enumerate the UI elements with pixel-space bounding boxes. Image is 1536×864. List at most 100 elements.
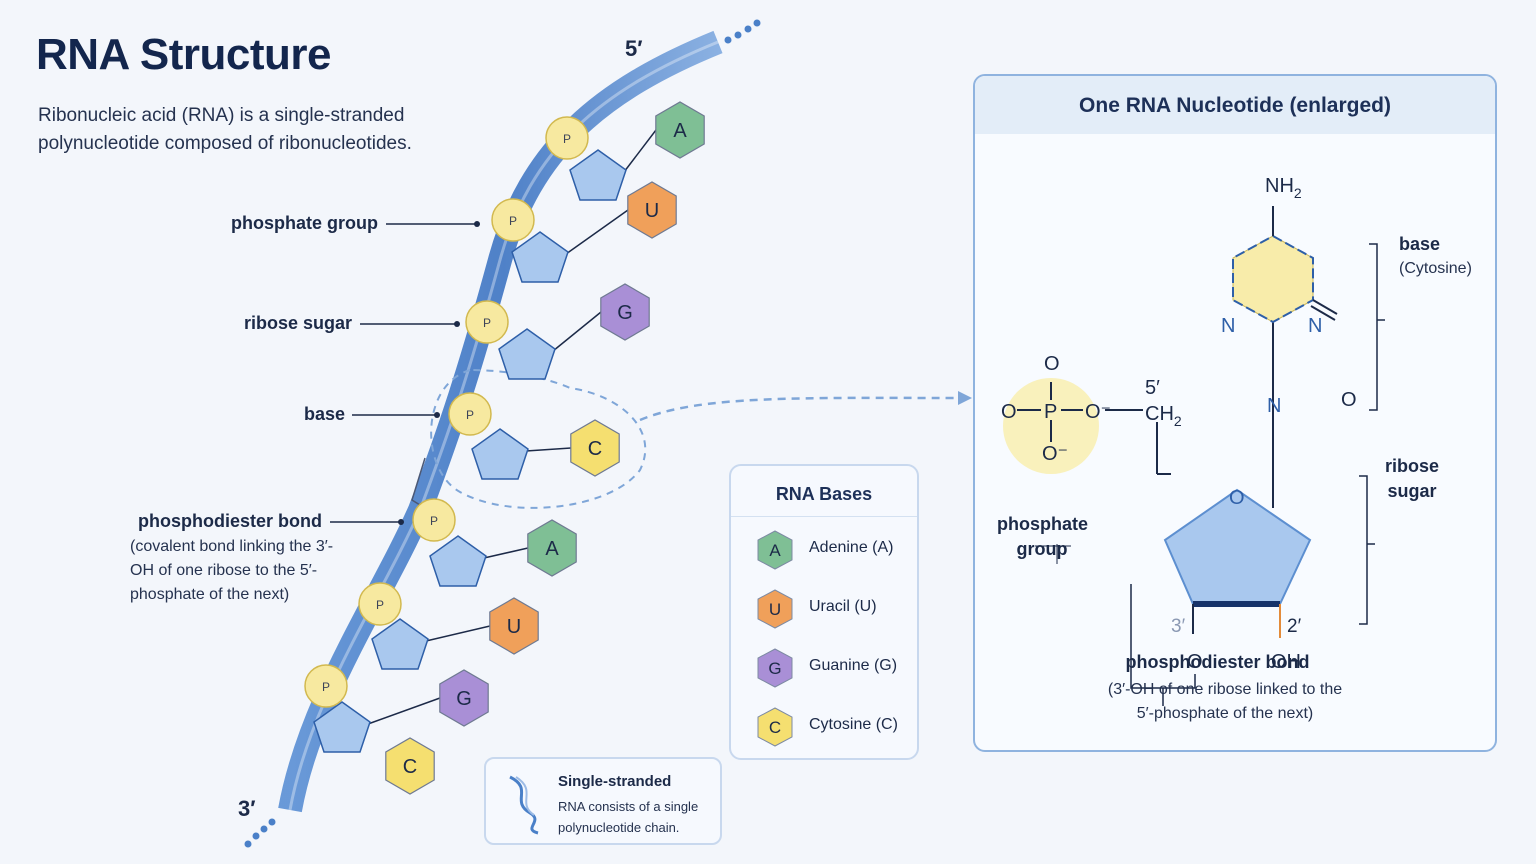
zoom-arrow-head xyxy=(958,391,972,405)
panel-bond-desc: (3′-OH of one ribose linked to the 5′-ph… xyxy=(1107,681,1343,722)
glycosidic-bond xyxy=(552,311,602,352)
strand-5-prime-label: 5′ xyxy=(625,36,643,61)
phosphate-symbol: P xyxy=(430,514,438,528)
phosphate-group xyxy=(412,498,456,542)
phosphate-symbol: P xyxy=(466,408,474,422)
ring-carbonyl-o: O xyxy=(1341,389,1357,411)
glycosidic-bond xyxy=(367,697,441,725)
ribose-sugar xyxy=(313,701,371,753)
pos-2-label: 2′ xyxy=(1287,616,1302,637)
sugar-phosphate-backbone xyxy=(278,30,723,813)
panel-base-label: base xyxy=(1399,234,1441,254)
phosphate-o-left: O xyxy=(1001,401,1017,423)
glycosidic-bond xyxy=(483,547,529,559)
base-hexagon xyxy=(527,519,577,577)
glycosidic-bond xyxy=(623,129,657,173)
nucleotide-structure: NH2 N N N O O O P O⁻ O⁻ 5′ CH2 O 3′ 2′ O… xyxy=(1001,175,1385,706)
phosphate-o-bottom: O⁻ xyxy=(1042,443,1068,465)
phosphate-symbol: P xyxy=(483,316,491,330)
pos-3-label: 3′ xyxy=(1171,616,1186,637)
nucleotide-panel: One RNA Nucleotide (enlarged) xyxy=(973,74,1497,752)
legend-item-name: Adenine (A) xyxy=(809,539,894,556)
nh2-label: NH2 xyxy=(1265,175,1302,201)
strand-dotted-end-3 xyxy=(244,818,276,848)
glycosidic-bond xyxy=(525,447,572,452)
base-letter: A xyxy=(673,120,687,142)
panel-ribose-label: ribose sugar xyxy=(1384,456,1440,501)
page-title: RNA Structure xyxy=(36,30,332,79)
base-hexagon xyxy=(385,737,435,795)
base-letter: C xyxy=(588,438,602,460)
base-hexagon xyxy=(570,419,620,477)
label-phosphodiester-bond: phosphodiester bond xyxy=(138,511,322,531)
label-phosphate-group: phosphate group xyxy=(231,213,378,233)
ribose-3-o: O xyxy=(1187,651,1203,673)
base-hexagon xyxy=(600,283,650,341)
base-letter: C xyxy=(403,756,417,778)
ch2-label: CH2 xyxy=(1145,403,1182,429)
base-hex-icon: U xyxy=(757,589,793,629)
pos-5-label: 5′ xyxy=(1145,377,1160,399)
legend-item-name: Guanine (G) xyxy=(809,657,898,674)
phosphate-symbol: P xyxy=(322,680,330,694)
panel-phosphate-label: phosphate group xyxy=(997,514,1089,559)
zoom-arrow-line xyxy=(639,396,961,422)
label-leaders xyxy=(330,223,476,523)
ring-n-bottom: N xyxy=(1267,395,1281,417)
note-title: Single-stranded xyxy=(558,773,672,790)
page-subtitle: Ribonucleic acid (RNA) is a single-stran… xyxy=(38,105,412,154)
phosphate-o-top: O xyxy=(1044,353,1060,375)
glycosidic-bond xyxy=(425,625,491,642)
base-hex-icon: C xyxy=(757,707,793,747)
phosphate-group xyxy=(304,664,348,708)
base-hexagon xyxy=(627,181,677,239)
base-hexagon xyxy=(655,101,705,159)
base-hexagon xyxy=(439,669,489,727)
legend-item: G Guanine (G) xyxy=(755,646,915,690)
phosphate-symbol: P xyxy=(509,214,517,228)
phosphate-group xyxy=(358,582,402,626)
label-base: base xyxy=(303,404,345,424)
legend-item: A Adenine (A) xyxy=(755,528,915,572)
base-hexagon xyxy=(489,597,539,655)
cytosine-ring xyxy=(1232,235,1314,323)
note-text: RNA consists of a single polynucleotide … xyxy=(558,799,699,835)
panel-base-sub: (Cytosine) xyxy=(1399,260,1472,277)
label-phosphodiester-desc: (covalent bond linking the 3′-OH of one … xyxy=(130,538,334,603)
single-stranded-note: Single-stranded RNA consists of a single… xyxy=(484,757,722,845)
phosphate-group xyxy=(491,198,535,242)
bases-legend: RNA Bases A Adenine (A) U Uracil (U) G Guanin… xyxy=(729,464,919,760)
glycosidic-bond xyxy=(565,209,629,255)
svg-text:G: G xyxy=(768,659,781,678)
phosphate-symbol: P xyxy=(376,598,384,612)
base-hex-icon: A xyxy=(757,530,793,570)
legend-item-name: Uracil (U) xyxy=(809,598,877,615)
ribose-sugar xyxy=(569,149,627,201)
ribose-sugar xyxy=(471,428,529,480)
ribose-oh: OH xyxy=(1271,651,1301,673)
svg-text:A: A xyxy=(769,541,781,560)
phosphate-group xyxy=(545,116,589,160)
ring-n3: N xyxy=(1308,315,1322,337)
legend-title: RNA Bases xyxy=(731,466,917,517)
base-letter: U xyxy=(507,616,521,638)
strand-dotted-end-5 xyxy=(724,19,761,44)
svg-text:U: U xyxy=(769,600,781,619)
ribose-sugar xyxy=(511,231,569,283)
phosphate-o-right: O⁻ xyxy=(1085,401,1111,423)
strand-3-prime-label: 3′ xyxy=(238,796,256,821)
phosphate-group xyxy=(465,300,509,344)
base-letter: G xyxy=(456,688,472,710)
svg-text:C: C xyxy=(769,718,781,737)
base-letter: G xyxy=(617,302,633,324)
ribose-sugar xyxy=(498,328,556,380)
phosphate-p: P xyxy=(1044,401,1057,423)
base-hex-icon: G xyxy=(757,648,793,688)
ribose-ring-o: O xyxy=(1229,487,1245,509)
label-ribose-sugar: ribose sugar xyxy=(243,313,352,333)
base-letter: U xyxy=(645,200,659,222)
phosphate-group xyxy=(448,392,492,436)
panel-title: One RNA Nucleotide (enlarged) xyxy=(975,76,1495,134)
